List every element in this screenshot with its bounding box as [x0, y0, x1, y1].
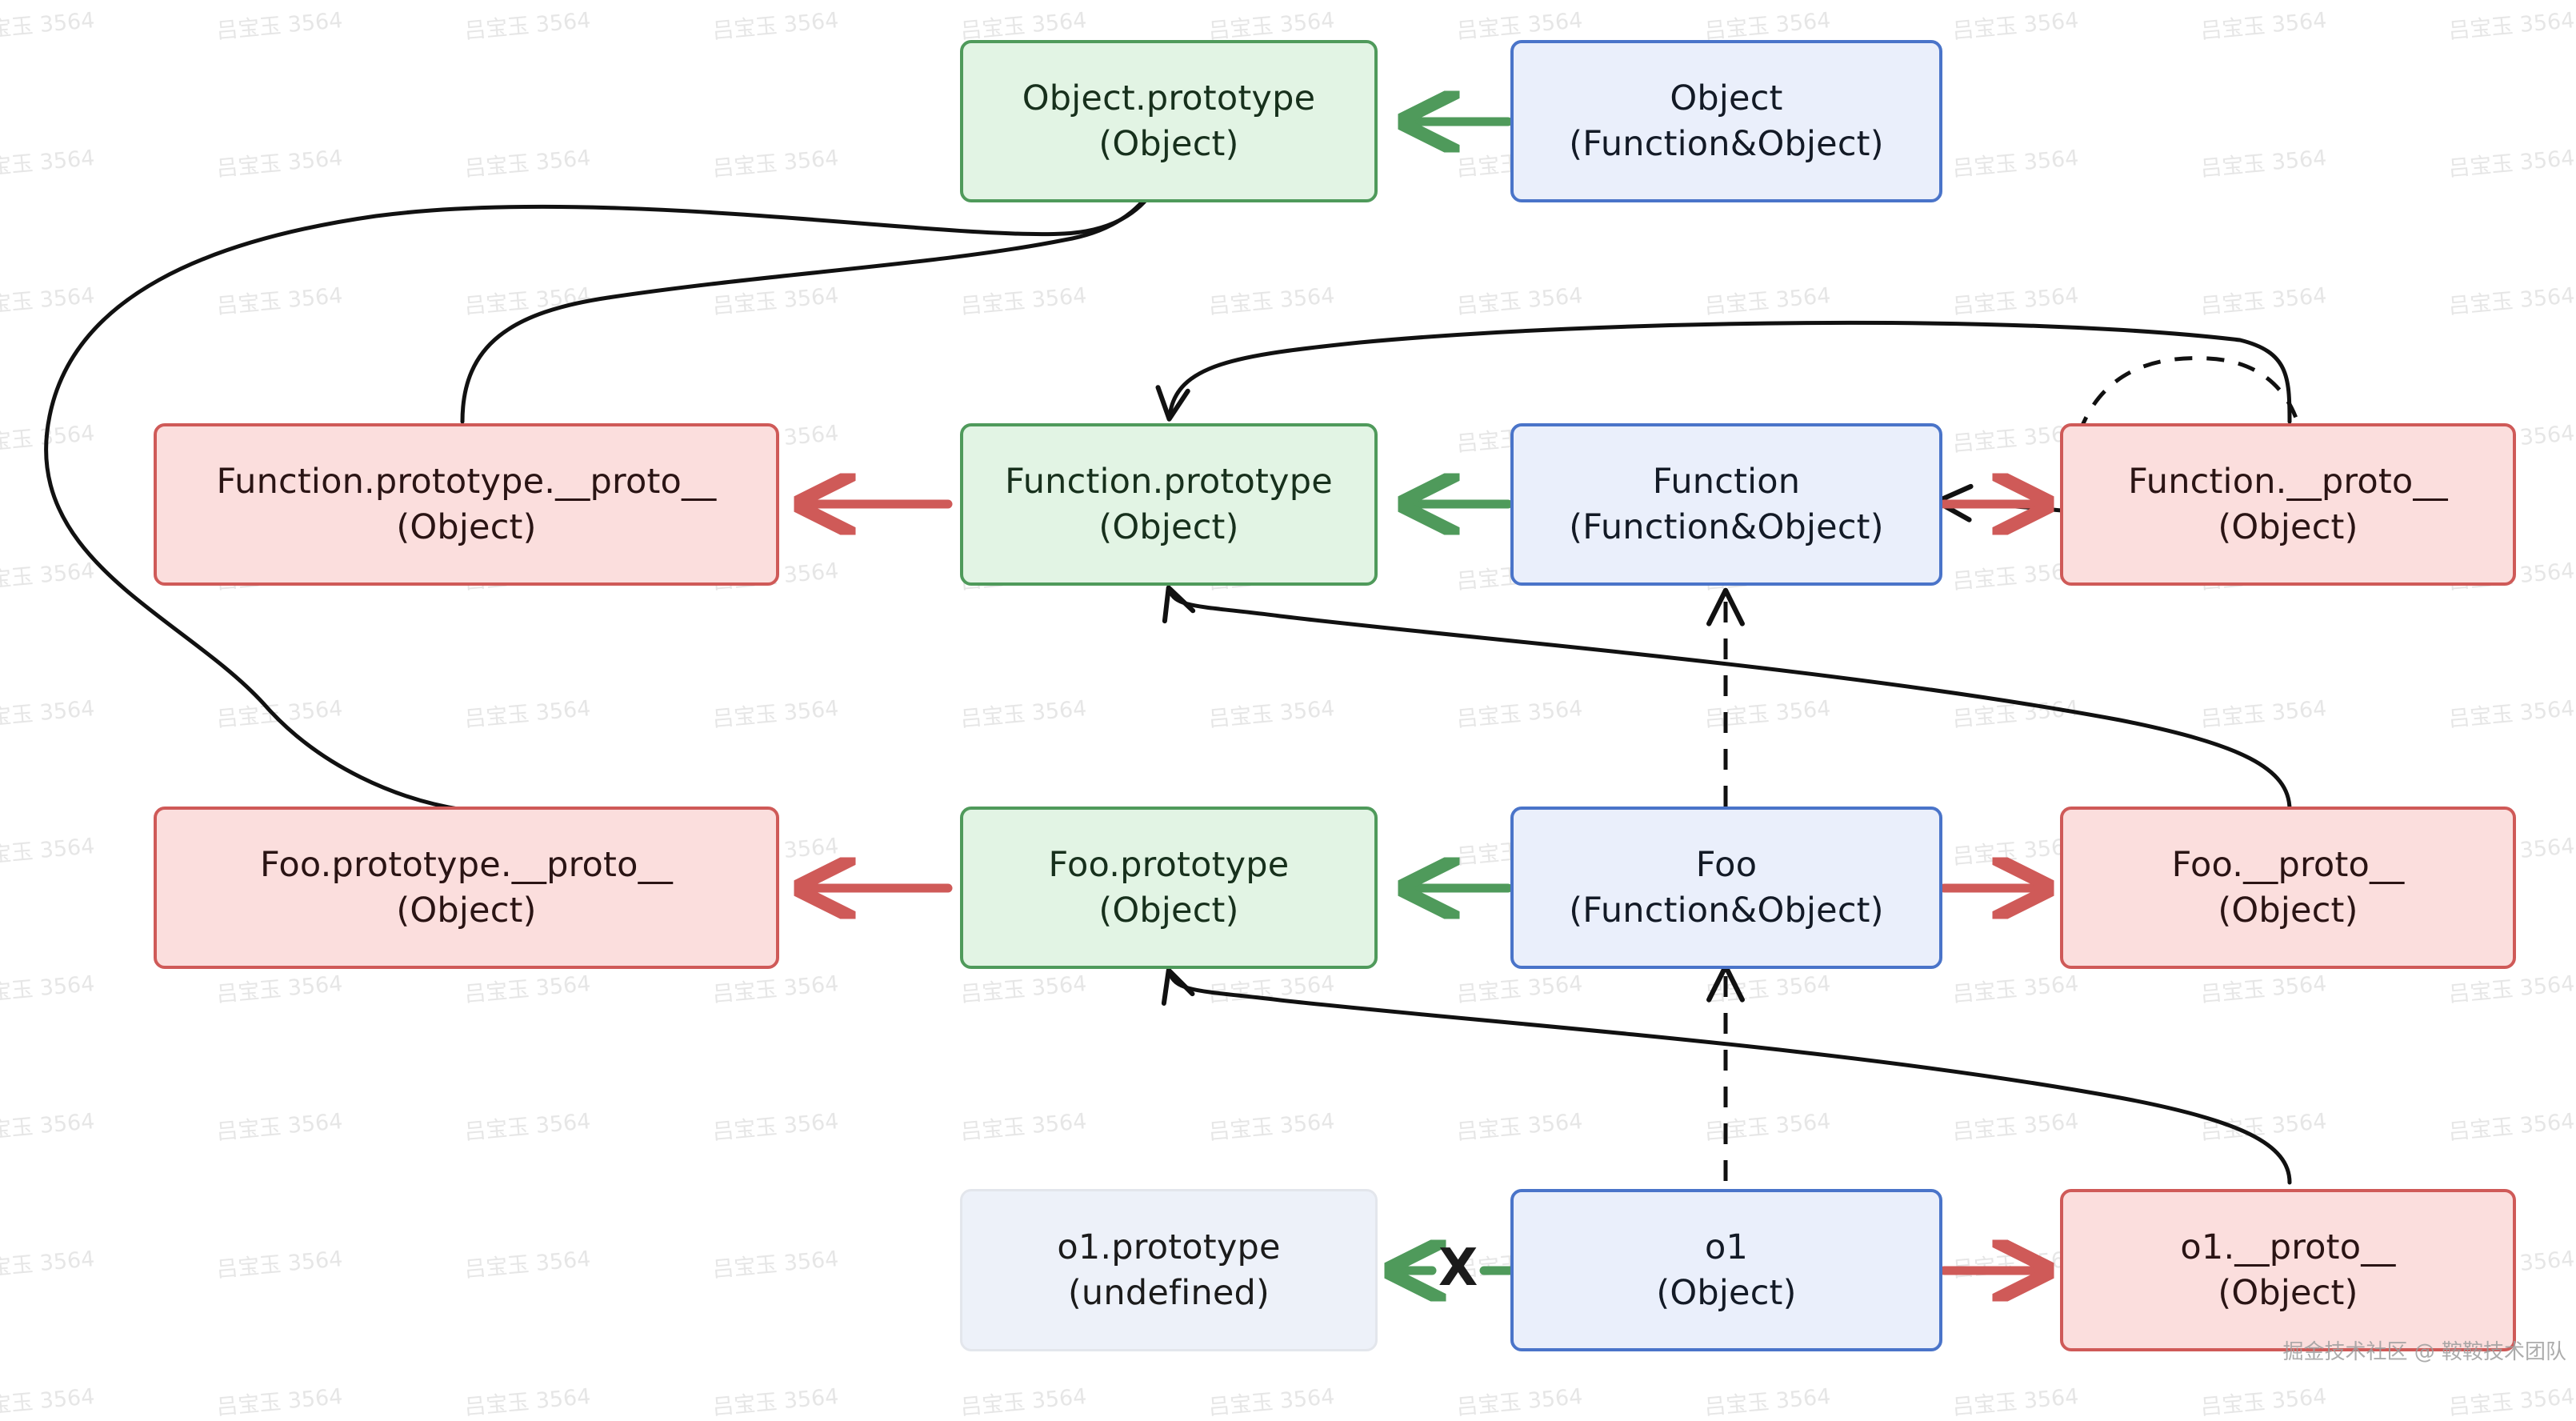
node-function-constructor-line1: Function — [1652, 461, 1801, 502]
node-function-proto[interactable]: Function.__proto__ (Object) — [2060, 423, 2516, 586]
node-object-prototype[interactable]: Object.prototype (Object) — [960, 40, 1378, 202]
node-function-constructor-line2: (Function&Object) — [1569, 506, 1884, 547]
edge-fooprototypeproto-to-objectprototype — [44, 148, 1176, 812]
node-foo-constructor[interactable]: Foo (Function&Object) — [1510, 807, 1942, 969]
node-function-prototype-proto-line2: (Object) — [396, 506, 537, 547]
node-foo-proto-line1: Foo.__proto__ — [2171, 844, 2405, 885]
node-function-prototype[interactable]: Function.prototype (Object) — [960, 423, 1378, 586]
broken-link-x-icon: X — [1438, 1239, 1478, 1298]
node-function-prototype-proto[interactable]: Function.prototype.__proto__ (Object) — [154, 423, 779, 586]
edge-functionproto-to-functionprototype — [1155, 320, 2292, 424]
node-object-constructor[interactable]: Object (Function&Object) — [1510, 40, 1942, 202]
node-function-proto-line1: Function.__proto__ — [2128, 461, 2448, 502]
node-o1-proto[interactable]: o1.__proto__ (Object) — [2060, 1189, 2516, 1351]
node-o1-prototype-line1: o1.prototype — [1057, 1227, 1281, 1267]
node-object-constructor-line1: Object — [1670, 78, 1783, 118]
node-object-constructor-line2: (Function&Object) — [1569, 123, 1884, 164]
node-function-constructor[interactable]: Function (Function&Object) — [1510, 423, 1942, 586]
node-o1[interactable]: o1 (Object) — [1510, 1189, 1942, 1351]
credit-watermark: 掘金技术社区 @ 鞍鞍技术团队 — [2282, 1340, 2566, 1364]
node-function-proto-line2: (Object) — [2218, 506, 2358, 547]
node-object-prototype-line1: Object.prototype — [1022, 78, 1316, 118]
node-function-prototype-line2: (Object) — [1098, 506, 1239, 547]
node-foo-proto[interactable]: Foo.__proto__ (Object) — [2060, 807, 2516, 969]
node-o1-prototype-line2: (undefined) — [1067, 1272, 1270, 1313]
node-o1-line1: o1 — [1704, 1227, 1749, 1267]
node-foo-proto-line2: (Object) — [2218, 890, 2358, 931]
node-foo-prototype-line1: Foo.prototype — [1048, 844, 1290, 885]
node-o1-proto-line2: (Object) — [2218, 1272, 2358, 1313]
node-foo-prototype-line2: (Object) — [1098, 890, 1239, 931]
node-o1-line2: (Object) — [1656, 1272, 1797, 1313]
node-foo-prototype-proto-line1: Foo.prototype.__proto__ — [259, 844, 674, 885]
edge-o1proto-to-fooprototype — [1161, 967, 2292, 1185]
node-foo-prototype-proto-line2: (Object) — [396, 890, 537, 931]
node-function-prototype-line1: Function.prototype — [1005, 461, 1333, 502]
edge-fooproto-to-functionprototype — [1162, 585, 2292, 812]
node-o1-prototype[interactable]: o1.prototype (undefined) — [960, 1189, 1378, 1351]
node-foo-prototype[interactable]: Foo.prototype (Object) — [960, 807, 1378, 969]
node-foo-constructor-line1: Foo — [1695, 844, 1758, 885]
node-o1-proto-line1: o1.__proto__ — [2180, 1227, 2396, 1267]
node-foo-prototype-proto[interactable]: Foo.prototype.__proto__ (Object) — [154, 807, 779, 969]
node-object-prototype-line2: (Object) — [1098, 123, 1239, 164]
node-foo-constructor-line2: (Function&Object) — [1569, 890, 1884, 931]
node-function-prototype-proto-line1: Function.prototype.__proto__ — [216, 461, 717, 502]
